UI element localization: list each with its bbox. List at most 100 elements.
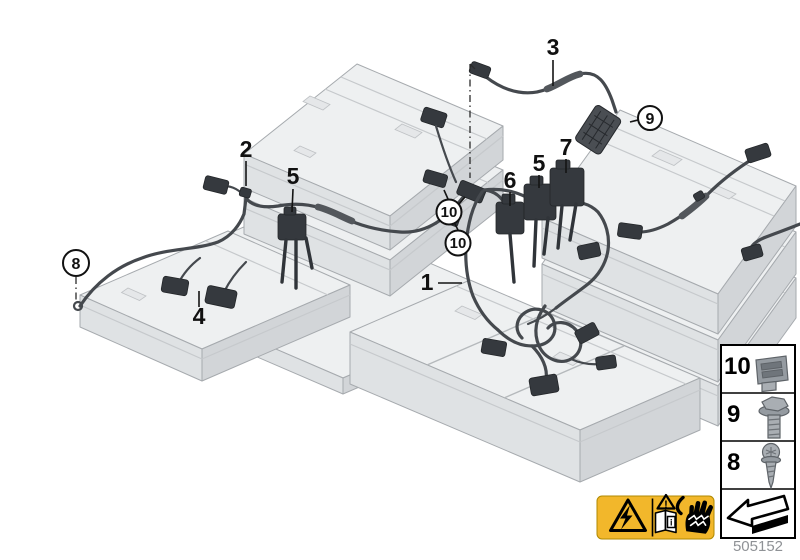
screw-threads [766, 465, 776, 478]
cable-swoosh [675, 495, 685, 516]
module-vent [454, 305, 483, 320]
arrow-outline [726, 494, 790, 528]
module-ridge [349, 343, 581, 443]
module-vent [394, 123, 423, 139]
cable-branch [434, 124, 458, 184]
connector [480, 338, 508, 357]
connector-prong [508, 232, 516, 284]
connector-prong [304, 236, 314, 270]
cable-clip [693, 190, 705, 202]
cable-clip-2 [238, 186, 252, 199]
module-vent [302, 95, 331, 111]
callout-5-right[interactable]: 5 [533, 150, 546, 188]
connector-5-left [277, 213, 307, 241]
connector [595, 354, 617, 371]
legend-row-arrow[interactable] [726, 494, 790, 534]
callout-2[interactable]: 2 [240, 136, 253, 186]
callout-circle[interactable] [444, 229, 472, 257]
callout-number[interactable]: 9 [646, 111, 655, 128]
module-ridge [608, 124, 786, 202]
callout-number[interactable]: 10 [441, 204, 458, 221]
callout-number[interactable]: 5 [287, 163, 300, 189]
callout-9[interactable]: 9 [629, 105, 663, 131]
arrow-base [752, 515, 788, 534]
connector [528, 373, 560, 397]
module-right-face [389, 125, 504, 251]
clip-slot [760, 360, 783, 371]
callout-leader [629, 119, 639, 123]
fastener-legend: 10 9 8 [720, 344, 796, 539]
harness-1 [464, 190, 560, 397]
legend-row-8[interactable]: 8 [727, 442, 782, 490]
connector-prong [532, 218, 538, 268]
callout-number[interactable]: 7 [560, 134, 573, 160]
callout-7[interactable]: 7 [560, 134, 573, 173]
connector [422, 169, 448, 188]
ring-terminal [72, 300, 84, 312]
connector [740, 243, 764, 262]
callout-circle[interactable] [435, 198, 463, 226]
callout-number[interactable]: 4 [193, 303, 206, 329]
callout-1[interactable]: 1 [421, 269, 462, 295]
callout-circle[interactable] [62, 249, 90, 277]
callout-6[interactable]: 6 [504, 167, 517, 206]
cable-run [78, 196, 248, 308]
module-ridge [243, 207, 391, 271]
viewing-direction-arrow-icon [726, 494, 790, 534]
module-ridge [201, 294, 351, 360]
hex-flange-bolt-icon [758, 396, 790, 439]
connector [160, 275, 190, 297]
connector-tab [501, 193, 516, 205]
screw-shaft [765, 461, 777, 490]
callout-leader [291, 188, 294, 213]
callout-10-lower[interactable]: 10 [444, 223, 472, 257]
module-bottom-cluster [349, 279, 701, 483]
cable-branch [526, 306, 558, 326]
cable-sleeve [314, 203, 356, 225]
part-number: 505152 [733, 538, 783, 555]
clip-foot [761, 380, 777, 393]
legend-row-9[interactable]: 9 [727, 396, 790, 439]
module-ridge [324, 88, 472, 152]
connector [744, 142, 772, 164]
high-voltage-triangle-icon [609, 498, 647, 532]
callout-5-left[interactable]: 5 [287, 163, 300, 213]
connector-7 [549, 167, 585, 207]
connector-9-plug [575, 105, 622, 155]
callouts: 2 5 3 9 7 5 6 [62, 34, 663, 329]
legend-number: 9 [727, 401, 740, 428]
module-vent [651, 149, 683, 166]
legend-number: 8 [727, 449, 740, 476]
connector [468, 61, 492, 79]
module-ridge [455, 285, 687, 385]
callout-number[interactable]: 2 [240, 136, 253, 162]
callout-number[interactable]: 5 [533, 150, 546, 176]
callout-number[interactable]: 8 [72, 256, 81, 273]
info-box [666, 515, 676, 529]
book-left-page [654, 509, 667, 534]
module-ridge [597, 139, 775, 217]
high-voltage-warning-label: ! i [596, 493, 715, 540]
connector-prong [556, 204, 564, 250]
callout-8[interactable]: 8 [62, 249, 90, 302]
callout-10-upper[interactable]: 10 [435, 189, 466, 226]
hand-shape [685, 500, 713, 534]
cable-sleeve [543, 70, 584, 93]
callout-4[interactable]: 4 [193, 291, 206, 329]
callout-number[interactable]: 3 [547, 34, 560, 60]
bolt-head [761, 396, 789, 412]
module-vent [120, 287, 147, 301]
legend-number: 10 [724, 353, 751, 380]
callout-circle[interactable] [637, 105, 663, 131]
connector-grid [581, 110, 615, 149]
lightning-bolt [620, 505, 633, 530]
callout-3[interactable]: 3 [547, 34, 560, 86]
callout-leader [454, 223, 459, 231]
legend-row-10[interactable]: 10 [724, 353, 789, 393]
read-manual-icon: ! i [654, 493, 677, 534]
connector-tab [555, 159, 571, 170]
callout-number[interactable]: 6 [504, 167, 517, 193]
callout-number[interactable]: 10 [450, 235, 467, 252]
callout-number[interactable]: 1 [421, 269, 434, 295]
